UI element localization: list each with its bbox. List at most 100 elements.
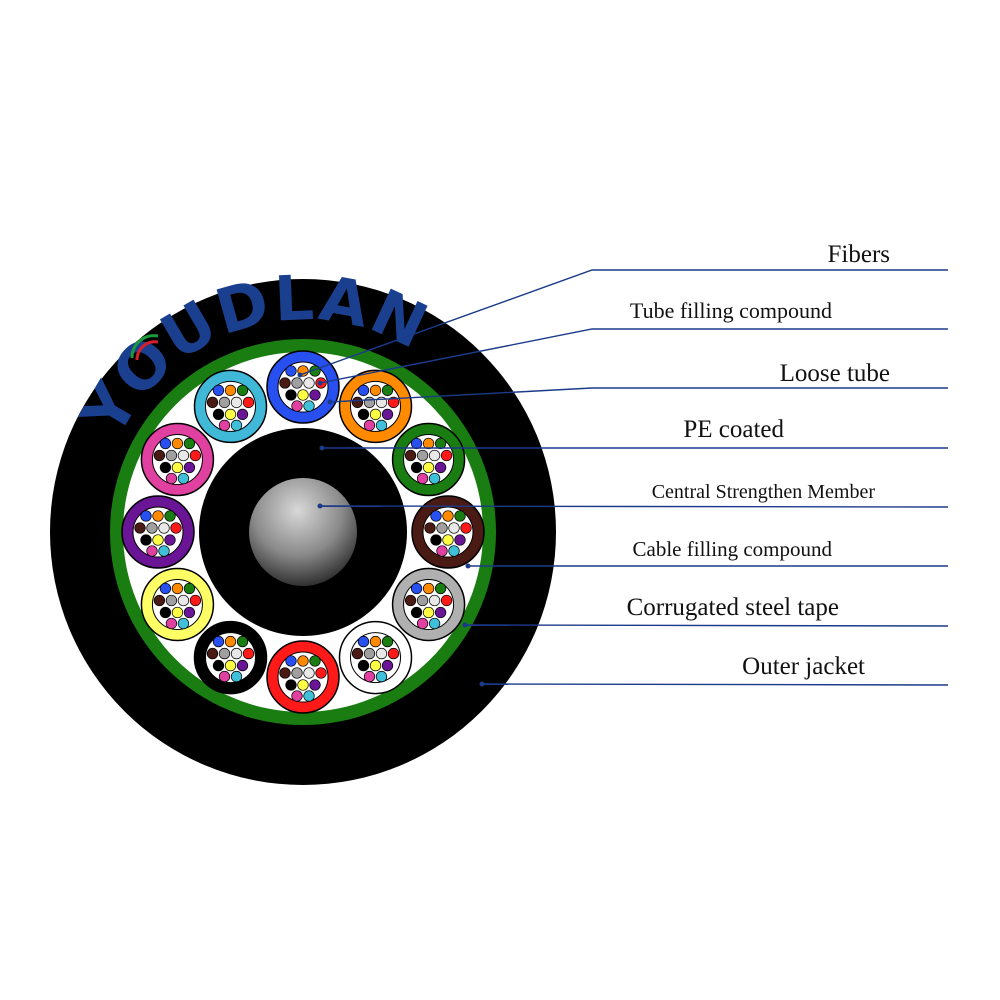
fiber bbox=[153, 449, 166, 462]
fiber bbox=[375, 647, 388, 660]
loose-tube bbox=[391, 422, 466, 497]
fiber bbox=[230, 419, 243, 432]
fiber bbox=[381, 384, 394, 397]
fiber bbox=[357, 408, 370, 421]
fiber bbox=[297, 655, 309, 667]
loose-tube-leader-line bbox=[329, 387, 948, 403]
fibers-pointer-dot bbox=[297, 372, 303, 378]
corrugated-steel-tape-leader-line bbox=[464, 624, 949, 627]
fiber bbox=[369, 659, 382, 672]
fiber bbox=[140, 510, 152, 522]
loose-tube-pointer-dot bbox=[327, 399, 333, 405]
fiber bbox=[375, 670, 388, 683]
fiber bbox=[218, 647, 231, 660]
fiber bbox=[291, 377, 303, 389]
fiber bbox=[442, 534, 454, 546]
pe-coated-pointer-dot bbox=[319, 445, 325, 451]
fiber bbox=[236, 659, 249, 672]
fiber bbox=[309, 389, 321, 401]
fiber bbox=[230, 396, 243, 409]
fiber bbox=[158, 522, 170, 534]
fiber bbox=[285, 679, 297, 691]
fiber bbox=[291, 400, 303, 412]
fiber bbox=[165, 472, 178, 485]
fiber bbox=[224, 635, 237, 648]
fiber bbox=[212, 384, 225, 397]
fiber bbox=[183, 461, 196, 474]
fiber bbox=[416, 472, 429, 485]
fiber bbox=[206, 647, 219, 660]
fiber bbox=[422, 461, 435, 474]
tube-filling-compound-leader-line bbox=[319, 328, 948, 384]
logo-swoosh-icon bbox=[130, 334, 159, 359]
fiber bbox=[428, 449, 441, 462]
logo-swoosh-red bbox=[135, 340, 159, 361]
fiber bbox=[460, 522, 472, 534]
loose-tube bbox=[193, 369, 268, 444]
fiber bbox=[448, 522, 460, 534]
fiber bbox=[442, 510, 454, 522]
fiber bbox=[164, 510, 176, 522]
fiber bbox=[159, 461, 172, 474]
pe-coated-label: PE coated bbox=[683, 416, 784, 443]
fiber bbox=[357, 659, 370, 672]
outer-jacket-pointer-dot bbox=[479, 681, 485, 687]
fiber bbox=[206, 396, 219, 409]
fiber bbox=[171, 606, 184, 619]
fiber bbox=[309, 679, 321, 691]
fiber bbox=[285, 655, 297, 667]
fiber bbox=[297, 679, 309, 691]
fiber bbox=[285, 389, 297, 401]
fiber bbox=[434, 437, 447, 450]
fiber bbox=[387, 647, 400, 660]
outer-jacket-leader-line bbox=[481, 683, 949, 686]
fiber bbox=[165, 449, 178, 462]
fiber bbox=[416, 449, 429, 462]
fiber bbox=[230, 670, 243, 683]
fiber bbox=[158, 545, 170, 557]
fiber bbox=[230, 647, 243, 660]
fiber bbox=[218, 396, 231, 409]
fiber bbox=[159, 582, 172, 595]
fiber bbox=[375, 419, 388, 432]
fiber bbox=[440, 449, 453, 462]
fiber bbox=[165, 617, 178, 630]
fiber bbox=[279, 377, 291, 389]
fiber bbox=[430, 510, 442, 522]
fiber bbox=[140, 534, 152, 546]
fiber bbox=[303, 690, 315, 702]
corrugated-steel-tape-pointer-dot bbox=[462, 622, 468, 628]
fiber bbox=[315, 667, 327, 679]
fiber bbox=[309, 655, 321, 667]
fiber bbox=[177, 472, 190, 485]
fiber bbox=[351, 396, 364, 409]
fiber bbox=[416, 617, 429, 630]
fiber bbox=[218, 670, 231, 683]
fiber bbox=[428, 617, 441, 630]
fiber bbox=[159, 606, 172, 619]
loose-tube bbox=[338, 620, 413, 695]
fiber bbox=[454, 534, 466, 546]
fiber bbox=[165, 594, 178, 607]
tube-filling-compound-pointer-dot bbox=[317, 380, 323, 386]
fiber bbox=[285, 365, 297, 377]
fiber bbox=[177, 594, 190, 607]
fiber bbox=[369, 408, 382, 421]
fiber bbox=[422, 437, 435, 450]
fiber bbox=[212, 659, 225, 672]
fiber bbox=[183, 606, 196, 619]
loose-tube bbox=[266, 350, 340, 424]
fiber bbox=[430, 534, 442, 546]
fiber bbox=[404, 594, 417, 607]
fiber bbox=[422, 606, 435, 619]
fiber bbox=[159, 437, 172, 450]
fiber bbox=[170, 522, 182, 534]
fiber bbox=[381, 659, 394, 672]
tube-filling-compound-label: Tube filling compound bbox=[630, 298, 832, 323]
fiber bbox=[440, 594, 453, 607]
fiber bbox=[153, 594, 166, 607]
fiber bbox=[369, 635, 382, 648]
fiber bbox=[363, 419, 376, 432]
